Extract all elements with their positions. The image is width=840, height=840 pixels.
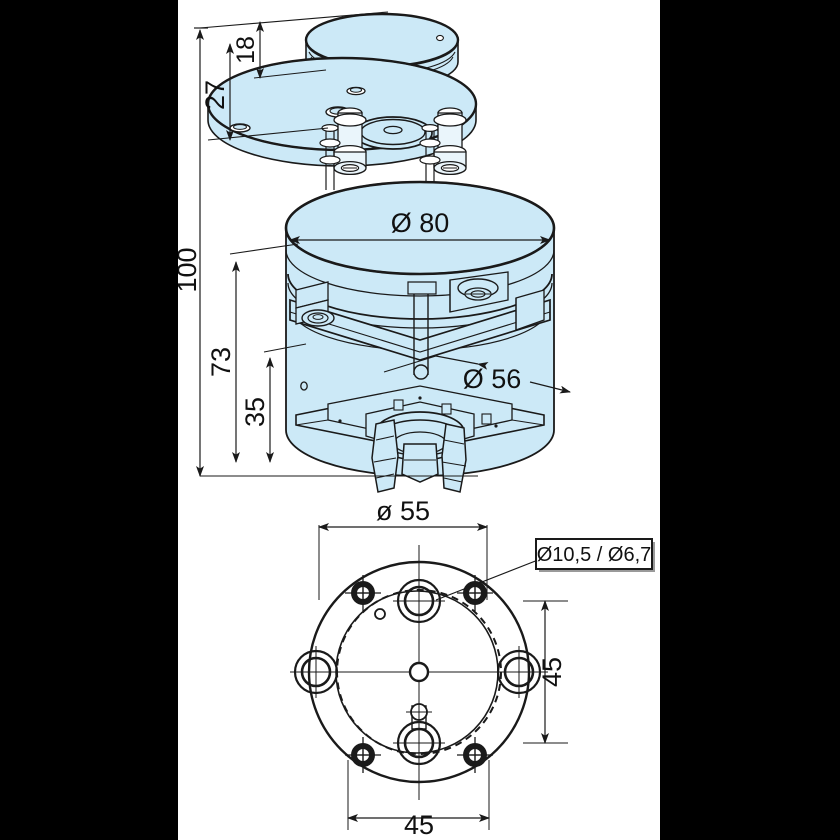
dimension-pitch-horizontal-45: 45: [347, 760, 490, 840]
counterbore-hole: [393, 717, 445, 769]
threaded-hole: [345, 737, 381, 773]
gripper-finger: [371, 419, 399, 493]
gripper-finger: [401, 443, 439, 483]
counterbore-hole: [493, 646, 545, 698]
standoff-bolt-group: [319, 107, 467, 190]
counterbore-hole: [290, 646, 342, 698]
technical-drawing-canvas: 100 27 18 73: [178, 11, 655, 840]
dimension-height-100: 100: [178, 27, 478, 477]
isometric-assembly-view: 100 27 18 73: [178, 11, 571, 493]
dimension-label-45-horizontal: 45: [404, 810, 434, 840]
threaded-hole-group: [345, 575, 493, 773]
threaded-hole: [457, 737, 493, 773]
body-left-block: [295, 281, 335, 327]
gripper-body-cylinder: [284, 180, 556, 493]
dimension-label-dia80: Ø 80: [391, 208, 450, 238]
standoff-bolt: [333, 107, 367, 176]
hole-size-callout: Ø10,5 / Ø6,7: [435, 538, 655, 601]
locating-pin-hole: [374, 608, 386, 620]
dimension-label-27: 27: [200, 80, 230, 110]
dimension-height-27: 27: [199, 11, 389, 141]
dimension-pitch-vertical-45: 45: [523, 600, 568, 744]
dimension-label-35: 35: [240, 397, 270, 427]
dimension-diameter-55: ø 55: [318, 496, 488, 600]
standoff-bolt: [433, 107, 467, 176]
standoff-bolt: [319, 123, 341, 190]
dimension-label-dia56: Ø 56: [463, 364, 522, 394]
top-disc-pin-hole: [436, 34, 444, 42]
dimension-height-35: 35: [240, 343, 307, 463]
mounting-flange-plate: [206, 56, 478, 190]
keyed-slot-feature: [406, 700, 432, 730]
hole-size-callout-label: Ø10,5 / Ø6,7: [537, 544, 652, 566]
dimension-label-45-vertical: 45: [537, 657, 567, 687]
center-hole: [408, 661, 430, 683]
body-side-port: [300, 381, 308, 391]
threaded-hole: [345, 575, 381, 611]
dimension-label-73: 73: [206, 347, 236, 377]
dimension-diameter-80: Ø 80: [289, 208, 551, 244]
dimension-label-dia55: ø 55: [376, 496, 430, 526]
dimension-label-100: 100: [178, 247, 202, 292]
gripper-jaw-assembly: [295, 385, 545, 493]
drawing-sheet: 100 27 18 73: [178, 0, 660, 840]
dimension-height-18: 18: [232, 21, 327, 79]
standoff-bolt: [419, 123, 441, 190]
dimension-diameter-56: Ø 56: [383, 355, 571, 394]
body-right-block: [449, 271, 545, 331]
bottom-plan-view: ø 55 45 45 Ø10,5 / Ø6,7: [290, 496, 655, 840]
body-seam-bands: [286, 249, 554, 380]
counterbore-hole: [393, 575, 445, 627]
dimension-label-18: 18: [232, 36, 260, 64]
flange-center-boss: [353, 116, 433, 150]
gripper-finger: [441, 423, 467, 493]
dimension-height-73: 73: [206, 243, 299, 463]
